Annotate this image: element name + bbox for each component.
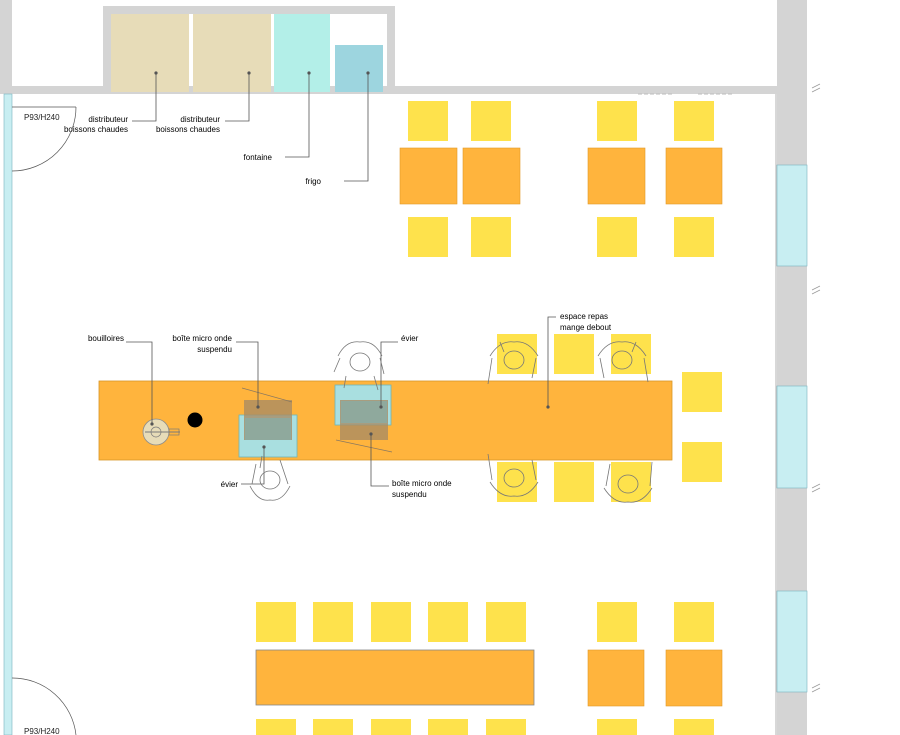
- label-distributeur-1: distributeur: [88, 115, 128, 124]
- chair: [486, 719, 526, 735]
- chair: [428, 719, 468, 735]
- chair: [486, 602, 526, 642]
- window-handle-4: [811, 683, 821, 693]
- window-right-1: [776, 164, 808, 267]
- chair: [597, 719, 637, 735]
- door-top-label: P93/H240: [24, 113, 60, 122]
- label-evier-1: évier: [401, 334, 419, 343]
- wall-right-top: [777, 0, 807, 165]
- label-fontaine: fontaine: [244, 153, 273, 162]
- label-micro-onde-1-line2: suspendu: [197, 345, 232, 354]
- person-figure: [603, 461, 653, 503]
- stool: [497, 334, 537, 374]
- label-distributeur-2: distributeur: [180, 115, 220, 124]
- label-distributeur-2-line2: boissons chaudes: [156, 125, 220, 134]
- hob-icon: [187, 412, 203, 428]
- right-windows: [638, 83, 821, 693]
- table: [462, 147, 521, 205]
- distributeur-2: [193, 14, 271, 92]
- chair: [471, 217, 511, 257]
- chair: [471, 101, 511, 141]
- dining-area-bottom: [255, 602, 723, 735]
- chair: [597, 602, 637, 642]
- table: [665, 649, 723, 707]
- table: [587, 147, 646, 205]
- walls: [0, 0, 807, 735]
- chair: [674, 602, 714, 642]
- chair: [408, 101, 448, 141]
- wall-alcove-right: [387, 6, 395, 90]
- table: [587, 649, 645, 707]
- fontaine: [274, 14, 330, 92]
- window-left: [3, 93, 13, 735]
- chair: [313, 602, 353, 642]
- window-handle-3: [811, 483, 821, 493]
- chair: [597, 101, 637, 141]
- chair: [371, 602, 411, 642]
- chair: [256, 719, 296, 735]
- label-micro-onde-2-line2: suspendu: [392, 490, 427, 499]
- wall-right-segment-2: [777, 488, 807, 591]
- door-top[interactable]: [11, 106, 77, 172]
- dining-area-top: [399, 101, 723, 257]
- chair: [428, 602, 468, 642]
- stool: [682, 442, 722, 482]
- person-figure: [333, 341, 385, 391]
- door-bottom[interactable]: [11, 677, 77, 735]
- person-figure: [487, 341, 539, 385]
- window-right-3: [776, 590, 808, 693]
- wall-right-segment-1: [777, 266, 807, 386]
- frigo: [335, 45, 383, 92]
- stool: [554, 334, 594, 374]
- window-handle-2: [811, 285, 821, 295]
- stool: [497, 462, 537, 502]
- distributeur-1: [111, 14, 189, 92]
- table: [399, 147, 458, 205]
- label-espace-repas-line2: mange debout: [560, 323, 612, 332]
- table: [665, 147, 723, 205]
- label-frigo: frigo: [305, 177, 321, 186]
- window-handle-1: [811, 83, 821, 93]
- alcove-appliances: [111, 14, 383, 182]
- chair: [408, 217, 448, 257]
- person-figure: [597, 341, 649, 383]
- label-distributeur-1-line2: boissons chaudes: [64, 125, 128, 134]
- stool: [554, 462, 594, 502]
- label-micro-onde-2: boîte micro onde: [392, 479, 452, 488]
- central-counter: [98, 316, 722, 502]
- label-bouilloires: bouilloires: [88, 334, 124, 343]
- chair: [313, 719, 353, 735]
- label-espace-repas: espace repas: [560, 312, 608, 321]
- chair: [371, 719, 411, 735]
- stool: [611, 462, 651, 502]
- person-figure: [249, 455, 291, 501]
- wall-top-left-outer: [0, 0, 12, 94]
- label-evier-2: évier: [221, 480, 239, 489]
- chair: [674, 719, 714, 735]
- wall-alcove-left: [103, 6, 111, 90]
- wall-alcove-top: [103, 6, 395, 14]
- door-bottom-label: P93/H240: [24, 727, 60, 735]
- chair: [256, 602, 296, 642]
- label-micro-onde-1: boîte micro onde: [172, 334, 232, 343]
- chair: [674, 217, 714, 257]
- long-table: [255, 649, 535, 706]
- chair: [597, 217, 637, 257]
- person-figure: [487, 453, 539, 497]
- stool: [682, 372, 722, 412]
- wall-right-bottom: [777, 692, 807, 735]
- kettle-icon: [142, 418, 180, 446]
- chair: [674, 101, 714, 141]
- window-right-2: [776, 385, 808, 489]
